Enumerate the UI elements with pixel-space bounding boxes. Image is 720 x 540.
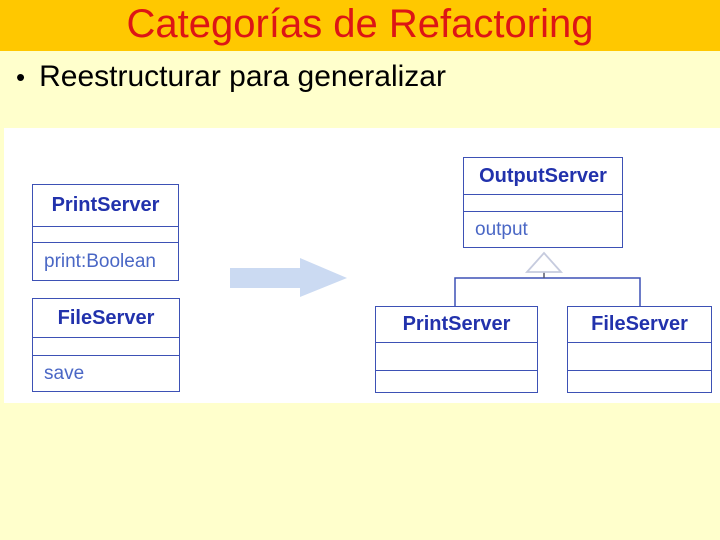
title-banner: Categorías de Refactoring xyxy=(0,0,720,51)
class-attr-printserver-before: print:Boolean xyxy=(44,250,156,272)
class-box-printserver-before: PrintServer print:Boolean xyxy=(32,184,179,281)
class-attr-fileserver-after xyxy=(568,371,711,392)
class-methods-empty xyxy=(464,195,622,212)
class-name-fileserver-before: FileServer xyxy=(33,299,179,338)
class-attr-fileserver-before: save xyxy=(44,362,85,384)
class-box-fileserver-after: FileServer xyxy=(567,306,712,393)
class-attr-printserver-after xyxy=(376,371,537,392)
class-box-fileserver-before: FileServer save xyxy=(32,298,180,392)
slide-title: Categorías de Refactoring xyxy=(126,2,594,46)
transform-arrow-icon xyxy=(230,258,347,297)
class-name-outputserver: OutputServer xyxy=(464,158,622,195)
class-methods-empty xyxy=(568,343,711,371)
class-methods-empty xyxy=(376,343,537,371)
generalization-connector-line xyxy=(454,277,641,307)
class-box-outputserver: OutputServer output xyxy=(463,157,623,248)
bullet-line: • Reestructurar para generalizar xyxy=(16,59,706,95)
class-attr-outputserver: output xyxy=(475,218,528,240)
class-name-printserver-after: PrintServer xyxy=(376,307,537,343)
bullet-text: Reestructurar para generalizar xyxy=(39,60,446,93)
diagram-connectors xyxy=(230,251,641,307)
class-methods-empty xyxy=(33,227,178,243)
class-name-fileserver-after: FileServer xyxy=(568,307,711,343)
class-name-printserver-before: PrintServer xyxy=(33,185,178,227)
class-box-printserver-after: PrintServer xyxy=(375,306,538,393)
class-methods-empty xyxy=(33,338,179,356)
bullet-icon: • xyxy=(16,62,26,92)
generalization-triangle-icon xyxy=(524,251,564,273)
diagram-panel: PrintServer print:Boolean FileServer sav… xyxy=(4,128,720,403)
